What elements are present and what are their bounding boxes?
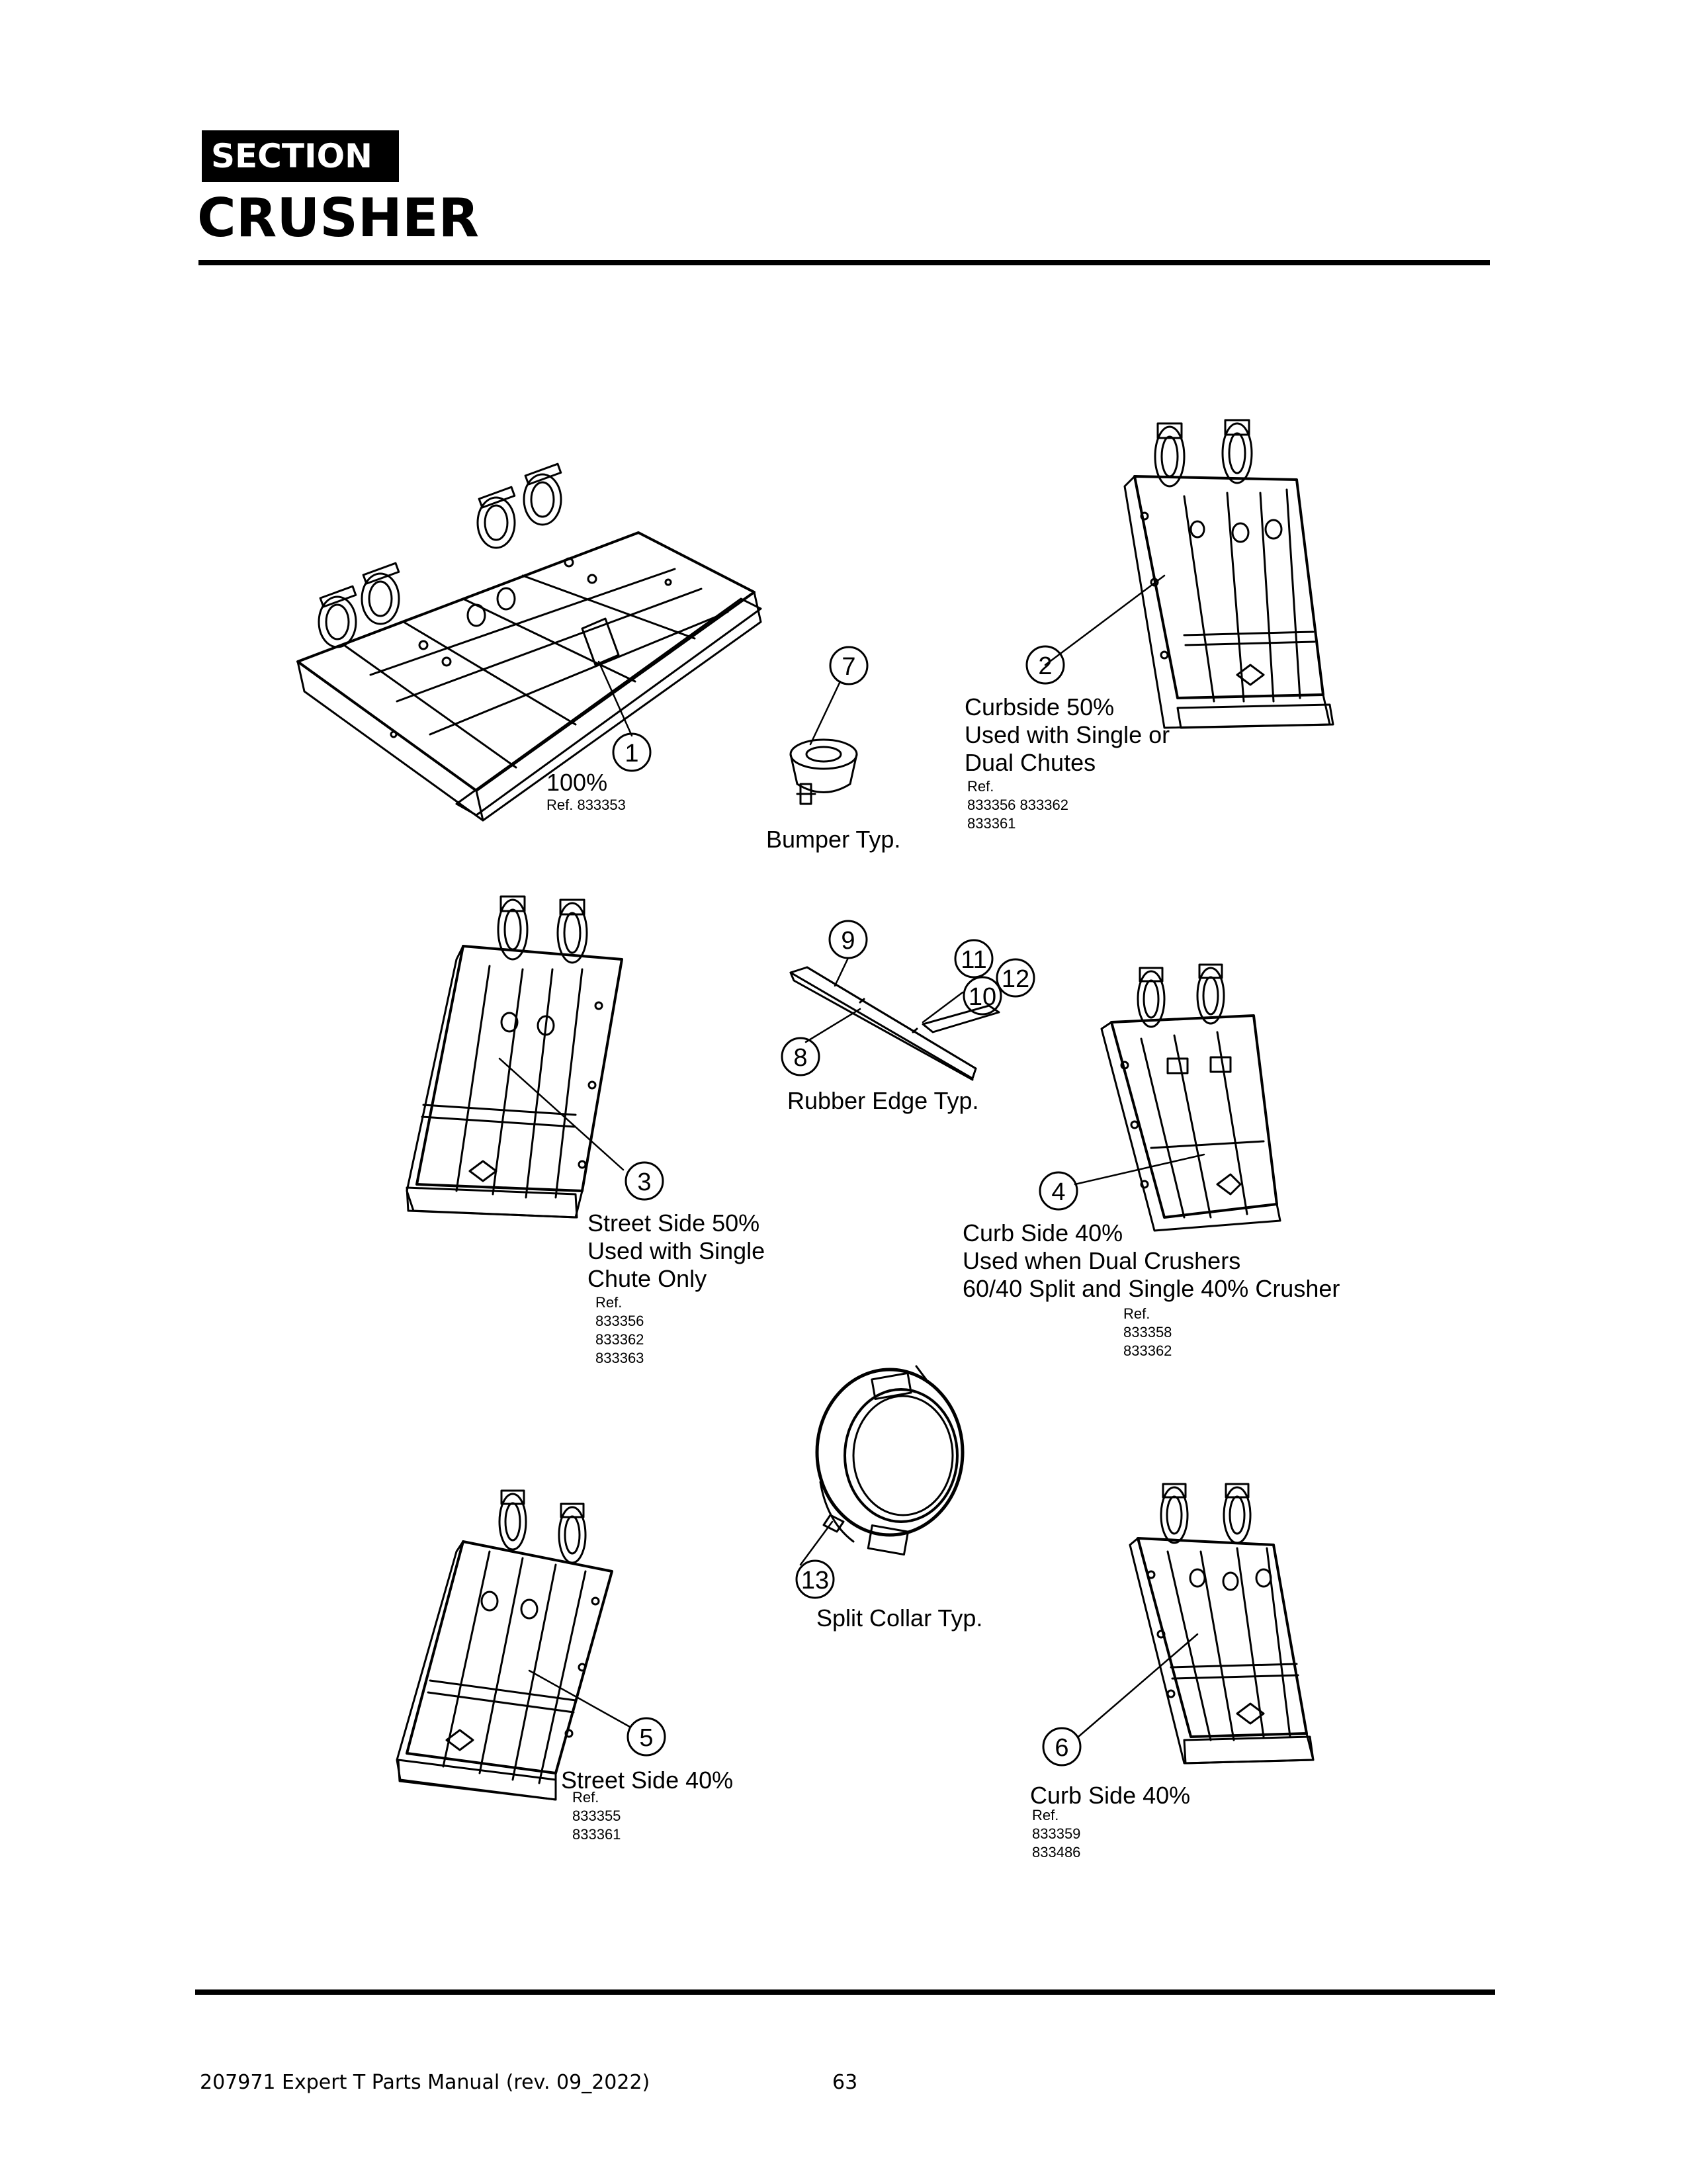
leader-lines <box>498 574 1205 1738</box>
item5-label: Street Side 40% <box>561 1767 734 1794</box>
callout-2: 2 <box>1038 652 1052 680</box>
callout-11: 11 <box>961 946 986 974</box>
item4-ref-2: 833358 <box>1123 1324 1172 1340</box>
callout-7: 7 <box>842 653 855 681</box>
split-collar-label: Split Collar Typ. <box>816 1604 983 1632</box>
callout-8: 8 <box>793 1044 807 1072</box>
item4-line-1: Curb Side 40% <box>963 1219 1123 1246</box>
item6-label: Curb Side 40% <box>1030 1782 1191 1809</box>
header-rule <box>198 260 1490 265</box>
street-side-40-illustration <box>396 1489 613 1801</box>
curbside-50-illustration <box>1123 419 1334 729</box>
callout-6: 6 <box>1055 1734 1068 1762</box>
item5-refs: Ref. 833355 833361 <box>572 1788 621 1844</box>
item1-label: 100% <box>546 769 608 796</box>
item2-line-3: Dual Chutes <box>965 749 1096 776</box>
footer-page-number: 63 <box>832 2071 858 2094</box>
item3-ref-3: 833362 <box>595 1331 644 1348</box>
bumper-label: Bumper Typ. <box>766 826 901 853</box>
callout-4: 4 <box>1051 1178 1065 1206</box>
callout-9: 9 <box>841 927 855 955</box>
item2-ref-1: Ref. <box>967 778 994 795</box>
callout-13: 13 <box>801 1567 829 1594</box>
item5-ref-1: Ref. <box>572 1789 599 1806</box>
curb-side-40-illustration <box>1129 1483 1315 1765</box>
street-side-50-illustration <box>406 895 623 1219</box>
item6-ref-2: 833359 <box>1032 1825 1081 1842</box>
item4-line-3: 60/40 Split and Single 40% Crusher <box>963 1275 1340 1302</box>
item2-line-2: Used with Single or <box>965 721 1170 748</box>
callout-12: 12 <box>1002 965 1029 993</box>
item3-line-2: Used with Single <box>587 1237 765 1264</box>
bumper-illustration <box>789 738 858 805</box>
item3-ref-1: Ref. <box>595 1294 623 1311</box>
item2-refs: Ref. 833356 833362 833361 <box>967 777 1068 833</box>
rubber-edge-label: Rubber Edge Typ. <box>787 1087 979 1114</box>
footer-manual-title: 207971 Expert T Parts Manual (rev. 09_20… <box>200 2071 650 2094</box>
item3-refs: Ref. 833356 833362 833363 <box>595 1293 644 1368</box>
item6-ref-3: 833486 <box>1032 1844 1081 1860</box>
item6-ref-1: Ref. <box>1032 1807 1059 1823</box>
curb-side-40-dual-illustration <box>1100 963 1281 1232</box>
item2-ref-3: 833361 <box>967 815 1016 832</box>
callout-numbers: 1 2 7 3 4 5 6 8 9 10 11 12 13 <box>625 652 1068 1762</box>
item3-line-1: Street Side 50% <box>587 1209 760 1237</box>
item3-ref-2: 833356 <box>595 1313 644 1329</box>
item6-refs: Ref. 833359 833486 <box>1032 1806 1080 1862</box>
page-title: CRUSHER <box>197 187 480 249</box>
item5-ref-3: 833361 <box>572 1826 621 1843</box>
item4-line-2: Used when Dual Crushers <box>963 1247 1241 1274</box>
item2-ref-2: 833356 833362 <box>967 797 1068 813</box>
item4-ref-3: 833362 <box>1123 1342 1172 1359</box>
item2-description: Curbside 50% Used with Single or Dual Ch… <box>965 693 1170 777</box>
split-collar-illustration <box>815 1365 965 1556</box>
item3-description: Street Side 50% Used with Single Chute O… <box>587 1209 765 1293</box>
callout-10: 10 <box>969 983 996 1011</box>
crusher-100-illustration <box>296 462 762 822</box>
callout-5: 5 <box>639 1724 653 1752</box>
item3-ref-4: 833363 <box>595 1350 644 1366</box>
item4-refs: Ref. 833358 833362 <box>1123 1305 1172 1360</box>
footer-rule <box>195 1989 1495 1995</box>
item1-ref: Ref. 833353 <box>546 797 626 813</box>
callout-3: 3 <box>637 1168 651 1196</box>
item5-ref-2: 833355 <box>572 1808 621 1824</box>
callout-circles <box>612 645 1082 1767</box>
item3-line-3: Chute Only <box>587 1265 707 1292</box>
item4-description: Curb Side 40% Used when Dual Crushers 60… <box>963 1219 1340 1303</box>
callout-1: 1 <box>625 740 638 767</box>
section-badge: SECTION 1 <box>202 130 399 227</box>
item4-ref-1: Ref. <box>1123 1305 1150 1322</box>
item2-line-1: Curbside 50% <box>965 693 1115 721</box>
